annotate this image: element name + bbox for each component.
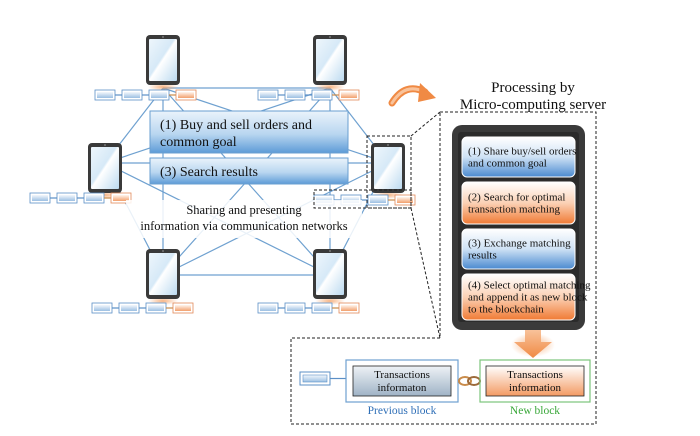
- previous-block-label: Previous block: [368, 405, 437, 417]
- network-caption: Sharing and presenting information via c…: [126, 200, 362, 238]
- blockchain-ledger-icon: [257, 302, 360, 314]
- tablet-device-icon: [88, 143, 122, 199]
- server-step-4-line-1: (4) Select optimal matching: [468, 280, 591, 292]
- blockchain-ledger-icon: [29, 192, 132, 204]
- orders-banner-line2: common goal: [160, 135, 237, 150]
- new-block-label: New block: [510, 405, 560, 417]
- blockchain-row: Transactions informaton Previous block T…: [299, 359, 591, 417]
- curved-arrow-icon: [388, 83, 436, 107]
- tablet-device-icon: [313, 249, 347, 305]
- tablet-device-icon: [371, 143, 405, 199]
- network-tablets: [88, 35, 405, 305]
- blockchain-ledger-icon: [91, 302, 194, 314]
- down-arrow-icon: [511, 330, 555, 358]
- new-block-line2: information: [509, 382, 561, 394]
- caption-line1: Sharing and presenting: [186, 203, 302, 217]
- server-step-4-line-2: and append it as new block: [468, 292, 588, 304]
- blockchain-ledger-icon: [257, 89, 360, 101]
- orders-banner-line1: (1) Buy and sell orders and: [160, 118, 312, 133]
- server-step-2-line-1: (2) Search for optimal: [468, 192, 565, 204]
- new-block-frame: [479, 359, 591, 403]
- search-results-label: (3) Search results: [160, 165, 258, 180]
- server-title-line1: Processing by: [491, 80, 575, 96]
- blockchain-ledger-icon: [94, 89, 197, 101]
- orders-banner: (1) Buy and sell orders and common goal: [149, 110, 349, 154]
- highlight-ledger-dashed-box: [313, 189, 412, 209]
- previous-block-line1: Transactions: [374, 369, 430, 381]
- tablet-device-icon: [146, 249, 180, 305]
- tablet-device-icon: [146, 35, 180, 91]
- new-block-line1: Transactions: [507, 369, 563, 381]
- server-step-2-line-2: transaction matching: [468, 204, 560, 216]
- server-step-3-line-1: (3) Exchange matching: [468, 238, 571, 250]
- tablet-device-icon: [313, 35, 347, 91]
- caption-line2: information via communication networks: [140, 219, 347, 233]
- chain-link-icon: [458, 376, 481, 386]
- server-panel: Processing by Micro-computing server (1)…: [290, 80, 606, 425]
- server-step-4-line-3: to the blockchain: [468, 304, 544, 316]
- server-step-1-line-2: and common goal: [468, 158, 547, 170]
- previous-block-line2: informaton: [378, 382, 427, 394]
- search-results-banner: (3) Search results: [149, 157, 349, 185]
- server-step-1-line-1: (1) Share buy/sell orders: [468, 146, 576, 158]
- server-connector-lines: [410, 111, 441, 339]
- server-title-line2: Micro-computing server: [460, 97, 606, 113]
- server-step-3-line-2: results: [468, 250, 497, 262]
